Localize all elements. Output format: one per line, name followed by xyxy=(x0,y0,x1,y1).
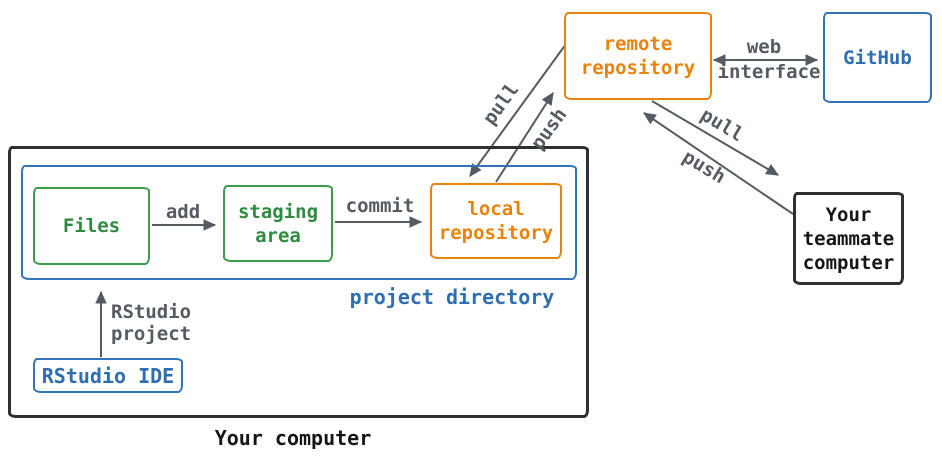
your-computer-box xyxy=(8,146,589,418)
web-interface-label-bottom: interface xyxy=(717,61,821,83)
web-interface-label-top: web xyxy=(746,36,782,58)
staging-area-label: staging area xyxy=(237,200,319,247)
files-label: Files xyxy=(62,215,121,237)
rstudio-project-edge-label: RStudio project xyxy=(111,301,192,345)
your-computer-caption: Your computer xyxy=(214,426,372,450)
pull-remote-teammate-label: pull xyxy=(696,103,748,147)
local-repository-node: local repository xyxy=(430,183,562,259)
teammate-computer-label: Your teammate computer xyxy=(802,203,895,274)
teammate-computer-node: Your teammate computer xyxy=(793,192,904,285)
github-label: GitHub xyxy=(843,46,912,69)
commit-edge-label: commit xyxy=(345,195,415,217)
project-directory-box xyxy=(21,165,577,280)
add-edge-label: add xyxy=(165,201,201,223)
staging-area-node: staging area xyxy=(223,185,333,262)
files-node: Files xyxy=(33,187,150,265)
remote-repository-label: remote repository xyxy=(580,33,696,79)
project-directory-caption: project directory xyxy=(349,285,555,309)
rstudio-ide-node: RStudio IDE xyxy=(33,358,183,393)
github-node: GitHub xyxy=(823,12,932,103)
rstudio-ide-label: RStudio IDE xyxy=(41,363,175,388)
remote-repository-node: remote repository xyxy=(564,12,712,100)
pull-remote-local-label: pull xyxy=(478,79,524,129)
push-teammate-remote-label: push xyxy=(678,145,730,189)
local-repository-label: local repository xyxy=(438,198,554,244)
